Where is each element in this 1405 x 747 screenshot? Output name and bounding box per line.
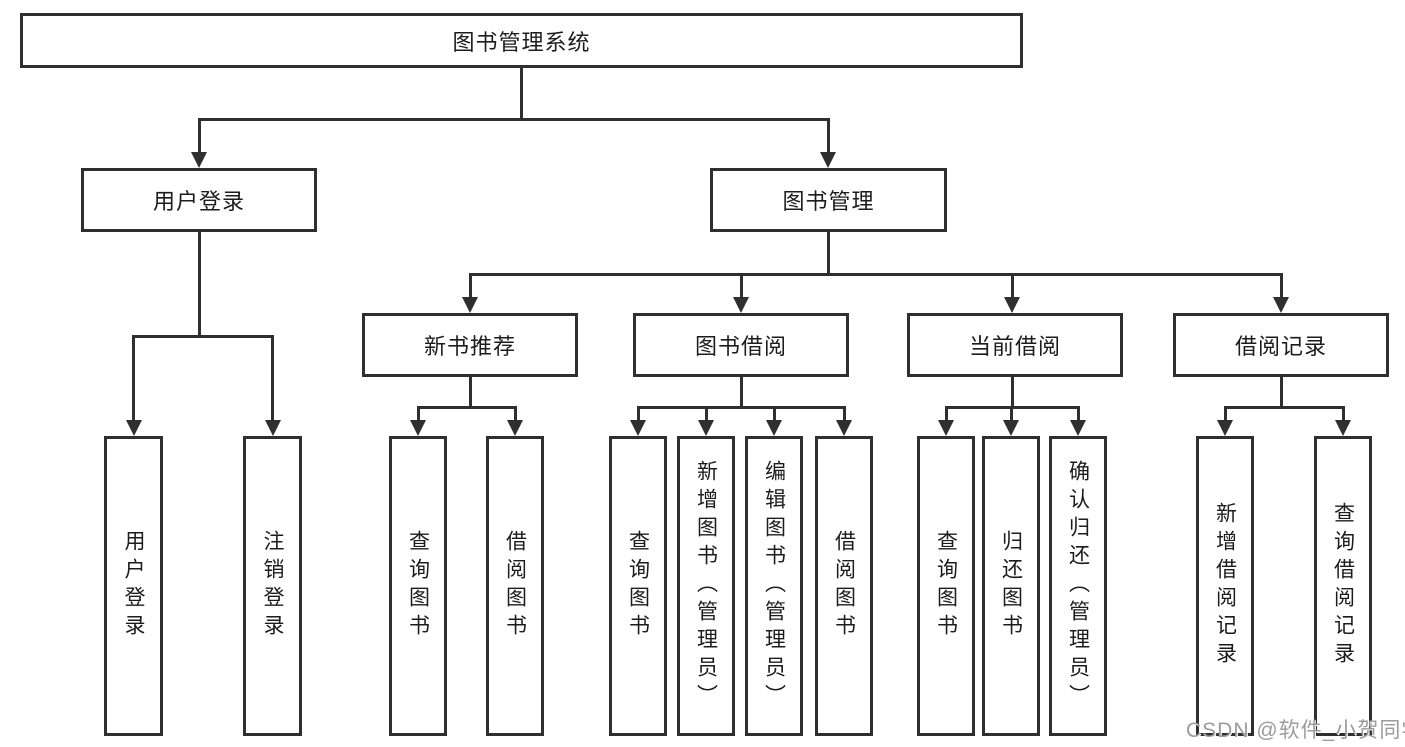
connector-stub-rec-query bbox=[1342, 406, 1345, 422]
leaf-label: 借阅图书 bbox=[832, 530, 856, 642]
leaf-query-borrow-record: 查询借阅记录 bbox=[1314, 436, 1372, 736]
leaf-logout: 注销登录 bbox=[243, 436, 302, 736]
connector-stub-new-books bbox=[469, 273, 472, 299]
node-new-book-recommend: 新书推荐 bbox=[362, 313, 578, 377]
leaf-edit-books-admin: 编辑图书（管理员） bbox=[745, 436, 803, 736]
connector-borrowing-bus bbox=[637, 406, 846, 409]
connector-user-login-bus bbox=[132, 335, 274, 338]
leaf-user-login: 用户登录 bbox=[104, 436, 163, 736]
node-book-management: 图书管理 bbox=[710, 168, 947, 232]
connector-new-books-bus bbox=[417, 406, 517, 409]
arrowhead-current bbox=[1004, 297, 1020, 313]
node-root-library-management-system: 图书管理系统 bbox=[20, 13, 1023, 68]
node-label: 图书借阅 bbox=[694, 334, 787, 359]
connector-stub-nb-borrow bbox=[514, 406, 517, 422]
connector-stub-user-login bbox=[198, 118, 201, 154]
connector-stub-logout-leaf bbox=[271, 335, 274, 421]
node-label: 图书管理系统 bbox=[452, 29, 591, 55]
arrowhead-cur-return bbox=[1003, 420, 1019, 436]
arrowhead-cur-query bbox=[938, 420, 954, 436]
arrowhead-borrowing bbox=[733, 297, 749, 313]
leaf-label: 用户登录 bbox=[122, 530, 145, 642]
arrowhead-bw-borrow bbox=[836, 420, 852, 436]
leaf-add-borrow-record: 新增借阅记录 bbox=[1196, 436, 1254, 736]
connector-stub-book-mgmt bbox=[827, 118, 830, 154]
connector-stub-login-leaf bbox=[132, 335, 135, 421]
connector-stub-current bbox=[1011, 273, 1014, 299]
leaf-label: 查询图书 bbox=[934, 530, 958, 642]
node-borrowing-records: 借阅记录 bbox=[1173, 313, 1389, 377]
node-label: 新书推荐 bbox=[423, 334, 516, 359]
connector-current-drop bbox=[1011, 377, 1014, 409]
arrowhead-cur-confirm bbox=[1070, 420, 1086, 436]
connector-stub-cur-confirm bbox=[1077, 406, 1080, 422]
leaf-query-books-borrowing: 查询图书 bbox=[609, 436, 667, 736]
connector-records-bus bbox=[1224, 406, 1344, 409]
arrowhead-nb-borrow bbox=[507, 420, 523, 436]
connector-user-login-drop bbox=[198, 232, 201, 338]
arrowhead-nb-query bbox=[410, 420, 426, 436]
connector-stub-records bbox=[1280, 273, 1283, 299]
leaf-label: 查询图书 bbox=[406, 530, 430, 642]
leaf-add-books-admin: 新增图书（管理员） bbox=[677, 436, 735, 736]
leaf-borrow-books-borrowing: 借阅图书 bbox=[815, 436, 873, 736]
node-current-borrowing: 当前借阅 bbox=[907, 313, 1123, 377]
arrowhead-new-books bbox=[462, 297, 478, 313]
connector-stub-bw-query bbox=[637, 406, 640, 422]
leaf-borrow-books-newbooks: 借阅图书 bbox=[486, 436, 544, 736]
leaf-label: 归还图书 bbox=[999, 530, 1023, 642]
node-label: 借阅记录 bbox=[1234, 334, 1327, 359]
connector-stub-cur-return bbox=[1010, 406, 1013, 422]
arrowhead-logout-leaf bbox=[265, 420, 281, 436]
leaf-label: 新增图书（管理员） bbox=[694, 460, 718, 712]
arrowhead-login-leaf bbox=[126, 420, 142, 436]
node-label: 当前借阅 bbox=[968, 334, 1061, 359]
arrowhead-rec-query bbox=[1335, 420, 1351, 436]
arrowhead-book-mgmt bbox=[820, 152, 836, 168]
leaf-return-books: 归还图书 bbox=[982, 436, 1040, 736]
leaf-label: 编辑图书（管理员） bbox=[762, 460, 786, 712]
arrowhead-bw-edit bbox=[766, 420, 782, 436]
node-user-login: 用户登录 bbox=[81, 168, 317, 232]
leaf-label: 确认归还（管理员） bbox=[1066, 460, 1090, 712]
leaf-confirm-return-admin: 确认归还（管理员） bbox=[1049, 436, 1107, 736]
leaf-label: 新增借阅记录 bbox=[1213, 502, 1237, 670]
connector-stub-nb-query bbox=[417, 406, 420, 422]
connector-root-bus bbox=[198, 118, 830, 121]
leaf-label: 查询图书 bbox=[626, 530, 650, 642]
node-label: 用户登录 bbox=[152, 189, 245, 214]
connector-new-books-drop bbox=[469, 377, 472, 409]
connector-stub-rec-add bbox=[1224, 406, 1227, 422]
connector-stub-bw-add bbox=[705, 406, 708, 422]
connector-stub-cur-query bbox=[945, 406, 948, 422]
connector-stub-borrowing bbox=[740, 273, 743, 299]
leaf-query-books-newbooks: 查询图书 bbox=[389, 436, 447, 736]
connector-book-mgmt-bus bbox=[469, 273, 1283, 276]
csdn-watermark: CSDN @软件_小贺同学 bbox=[1186, 719, 1405, 742]
connector-records-drop bbox=[1280, 377, 1283, 409]
connector-stub-bw-edit bbox=[773, 406, 776, 422]
arrowhead-bw-add bbox=[698, 420, 714, 436]
node-book-borrowing: 图书借阅 bbox=[633, 313, 849, 377]
connector-book-mgmt-drop bbox=[827, 232, 830, 276]
connector-borrowing-drop bbox=[740, 377, 743, 409]
leaf-label: 注销登录 bbox=[261, 530, 284, 642]
node-label: 图书管理 bbox=[782, 189, 875, 214]
leaf-query-books-current: 查询图书 bbox=[917, 436, 975, 736]
leaf-label: 查询借阅记录 bbox=[1331, 502, 1355, 670]
arrowhead-records bbox=[1273, 297, 1289, 313]
arrowhead-rec-add bbox=[1217, 420, 1233, 436]
arrowhead-user-login bbox=[191, 152, 207, 168]
arrowhead-bw-query bbox=[630, 420, 646, 436]
connector-stub-bw-borrow bbox=[843, 406, 846, 422]
connector-root-drop bbox=[520, 68, 523, 121]
leaf-label: 借阅图书 bbox=[503, 530, 527, 642]
